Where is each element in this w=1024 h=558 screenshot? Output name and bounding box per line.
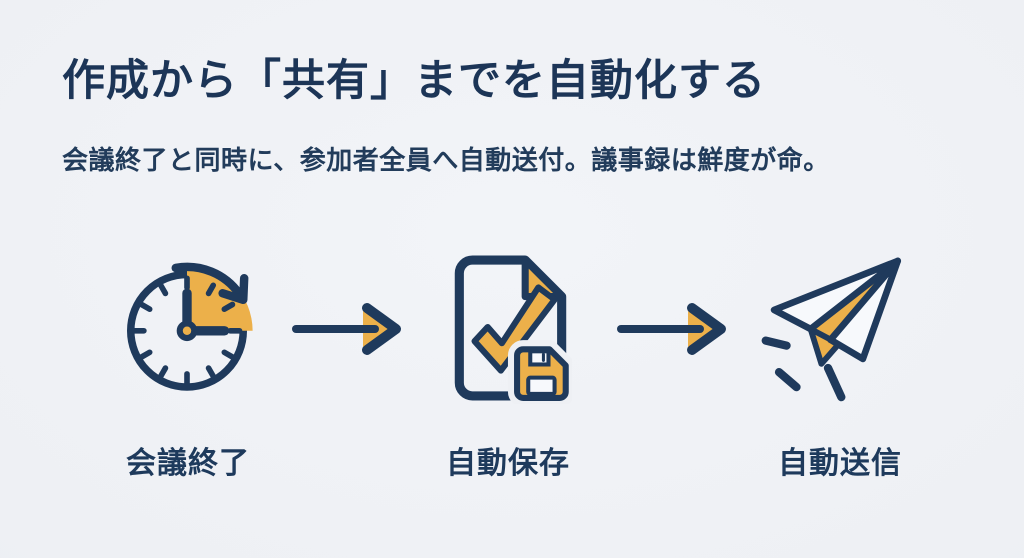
flow-arrow-icon xyxy=(289,301,409,357)
page-title: 作成から「共有」までを自動化する xyxy=(62,57,766,105)
document-check-save-icon xyxy=(450,252,572,404)
timer-clock-icon xyxy=(112,252,262,402)
flow-arrow-icon xyxy=(614,301,734,357)
step-label-auto-save: 自動保存 xyxy=(446,447,570,480)
paper-plane-icon xyxy=(750,246,916,412)
page-subtitle: 会議終了と同時に、参加者全員へ自動送付。議事録は鮮度が命。 xyxy=(62,145,830,175)
step-label-meeting-end: 会議終了 xyxy=(126,447,250,480)
step-label-auto-send: 自動送信 xyxy=(778,447,902,480)
